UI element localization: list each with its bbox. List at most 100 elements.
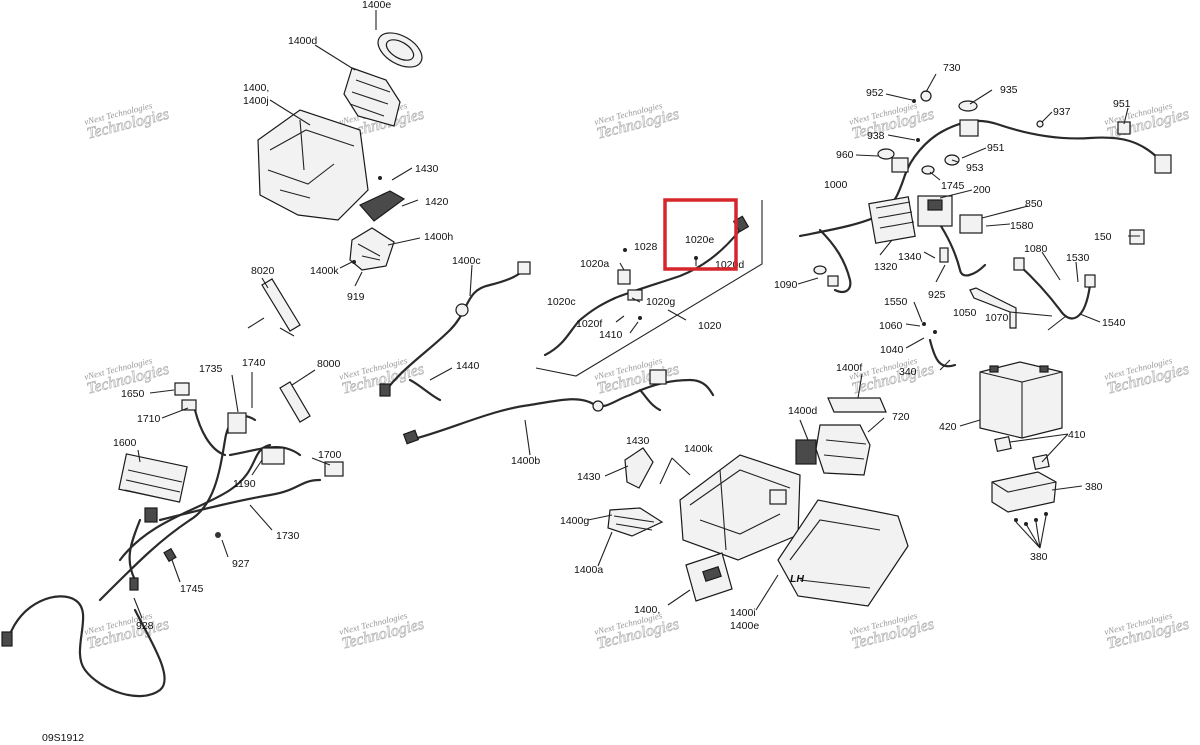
filter-1400f-part: [795, 439, 817, 465]
callout-label: 1400d: [788, 405, 817, 417]
callout-label: 1430: [577, 471, 601, 483]
lh-marking-label: LH: [790, 573, 804, 585]
callout-label: 935: [1000, 84, 1018, 96]
callout-label: 1400d: [288, 35, 317, 47]
main-harness-left: [1, 277, 344, 698]
watermark: vNext Technologies Technologies: [1103, 610, 1191, 653]
callout-label: 1400k: [684, 443, 713, 455]
callout-label: 8000: [317, 358, 341, 370]
callout-label: 1735: [199, 363, 223, 375]
callout-label: 1400b: [511, 455, 540, 467]
callout-label: 1020f: [576, 318, 602, 330]
callout-label: 1400h: [424, 231, 453, 243]
callout-label: 1650: [121, 388, 145, 400]
harness-1400b-1400c: [379, 261, 715, 456]
callout-label: 1090: [774, 279, 798, 291]
connector-part: [1, 631, 13, 647]
watermark: vNext Technologies Technologies: [848, 355, 936, 398]
callout-label: 928: [136, 620, 154, 632]
callout-label: 1028: [634, 241, 658, 253]
callout-label: 1020c: [547, 296, 576, 308]
callout-label: 340: [899, 366, 917, 378]
cover-1400e-mid-part: [827, 397, 887, 413]
callout-label: 1340: [898, 251, 922, 263]
callout-label: 927: [232, 558, 250, 570]
callout-label: 1550: [884, 296, 908, 308]
callout-label: 1440: [456, 360, 480, 372]
callout-label: 1400g: [560, 515, 589, 527]
callout-label: 720: [892, 411, 910, 423]
callout-label: 1000: [824, 179, 848, 191]
callout-label: 1050: [953, 307, 977, 319]
callout-label: 1320: [874, 261, 898, 273]
callout-label: 1400k: [310, 265, 339, 277]
main-harness-right: [797, 73, 1172, 549]
callout-label: 1020a: [580, 258, 609, 270]
callout-label: 960: [836, 149, 854, 161]
strap-8020-part: [261, 278, 301, 332]
callout-label: 8020: [251, 265, 275, 277]
callout-label: 850: [1025, 198, 1043, 210]
module-1600-part: [118, 453, 188, 503]
callout-label: 1730: [276, 530, 300, 542]
callout-label: 938: [867, 130, 885, 142]
callout-label: 150: [1094, 231, 1112, 243]
connector-1735-part: [227, 412, 247, 434]
callout-label: 1430: [415, 163, 439, 175]
callout-label: 1710: [137, 413, 161, 425]
connector-1580-part: [1129, 229, 1145, 245]
watermark: vNext Technologies Technologies: [848, 610, 936, 653]
callout-label: 919: [347, 291, 365, 303]
callout-label: 1745: [180, 583, 204, 595]
callout-label: 1060: [879, 320, 903, 332]
callout-label: 937: [1053, 106, 1071, 118]
callout-label: 1400i: [730, 607, 756, 619]
callout-label: 1080: [1024, 243, 1048, 255]
callout-label: 1400c: [452, 255, 481, 267]
callout-label: 1020: [698, 320, 722, 332]
callout-label: 1745: [941, 180, 965, 192]
harness-1020: [535, 200, 763, 377]
callout-label: 1430: [626, 435, 650, 447]
callout-label: 410: [1068, 429, 1086, 441]
callout-label: 420: [939, 421, 957, 433]
diagram-code-label: 09S1912: [42, 732, 84, 744]
callout-label: 1580: [1010, 220, 1034, 232]
airbox-housing-part: [257, 109, 369, 221]
callout-label: 200: [973, 184, 991, 196]
cable-8000-part: [279, 381, 311, 423]
callout-label: 1700: [318, 449, 342, 461]
callout-label: 1420: [425, 196, 449, 208]
callout-label: 1400,: [243, 82, 269, 94]
callout-label: 730: [943, 62, 961, 74]
watermark: vNext Technologies Technologies: [83, 610, 171, 653]
watermark: vNext Technologies Technologies: [593, 100, 681, 143]
lh-cover-part: [777, 499, 909, 607]
bracket-part: [359, 190, 406, 222]
callout-label: 1040: [880, 344, 904, 356]
watermark: vNext Technologies Technologies: [1103, 355, 1191, 398]
fuse-1190-part: [261, 447, 285, 465]
callout-label: 925: [928, 289, 946, 301]
callout-label: 1600: [113, 437, 137, 449]
airbox-assembly-top: [257, 10, 423, 287]
callout-label: 1190: [233, 478, 256, 490]
callout-label: 1540: [1102, 317, 1126, 329]
solenoid-200-part: [959, 214, 983, 234]
mount-part: [349, 227, 395, 271]
callout-label: 951: [1113, 98, 1131, 110]
connector-952-part: [959, 119, 979, 137]
callout-label: 1020g: [646, 296, 675, 308]
bracket-1050-part: [969, 287, 1017, 329]
connector-1700-part: [324, 461, 344, 477]
callout-label: 1530: [1066, 252, 1090, 264]
battery-340-part: [979, 361, 1063, 439]
highlight-box-1020e: [663, 198, 738, 271]
battery-tray-410-part: [991, 471, 1057, 513]
callout-label: 380: [1085, 481, 1103, 493]
watermark: vNext Technologies Technologies: [338, 610, 426, 653]
callout-label: 1400e: [362, 0, 391, 11]
callout-label: 1400e: [730, 620, 759, 632]
